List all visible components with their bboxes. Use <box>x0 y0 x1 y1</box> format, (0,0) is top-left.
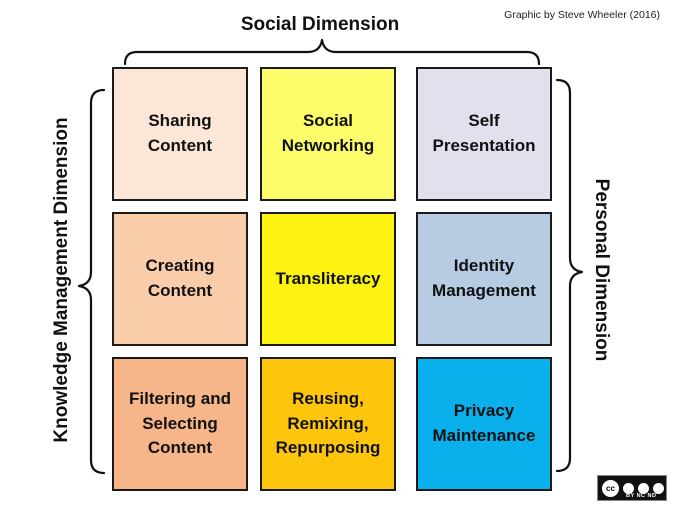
top-brace-icon <box>123 38 541 66</box>
cell-label: Privacy Maintenance <box>432 401 536 445</box>
license-terms-text: BY NC ND <box>626 493 657 499</box>
cell-label: Creating Content <box>145 256 215 300</box>
cell-social-networking: Social Networking <box>260 67 396 201</box>
cell-label: Reusing, Remixing, Repurposing <box>275 389 381 458</box>
cell-identity-management: Identity Management <box>416 212 552 346</box>
cell-label: Self Presentation <box>432 111 536 155</box>
cell-label: Social Networking <box>281 111 375 155</box>
cell-reusing-remixing-repurposing: Reusing, Remixing, Repurposing <box>260 357 396 491</box>
graphic-credit: Graphic by Steve Wheeler (2016) <box>504 9 660 21</box>
cell-filtering-selecting-content: Filtering and Selecting Content <box>112 357 248 491</box>
noncommercial-icon <box>637 481 650 495</box>
creative-commons-license-icon: cc BY NC ND <box>597 475 667 501</box>
cell-label: Sharing Content <box>147 111 213 155</box>
attribution-icon <box>622 481 635 495</box>
cell-self-presentation: Self Presentation <box>416 67 552 201</box>
cell-label: Filtering and Selecting Content <box>129 389 231 458</box>
social-dimension-label: Social Dimension <box>240 14 400 35</box>
cell-sharing-content: Sharing Content <box>112 67 248 201</box>
cc-mark-icon: cc <box>601 478 620 498</box>
noderivatives-icon <box>652 481 665 495</box>
left-brace-icon <box>77 88 106 475</box>
cell-label: Identity Management <box>432 256 536 300</box>
cell-privacy-maintenance: Privacy Maintenance <box>416 357 552 491</box>
cell-transliteracy: Transliteracy <box>260 212 396 346</box>
cell-label: Transliteracy <box>275 268 381 288</box>
cell-creating-content: Creating Content <box>112 212 248 346</box>
